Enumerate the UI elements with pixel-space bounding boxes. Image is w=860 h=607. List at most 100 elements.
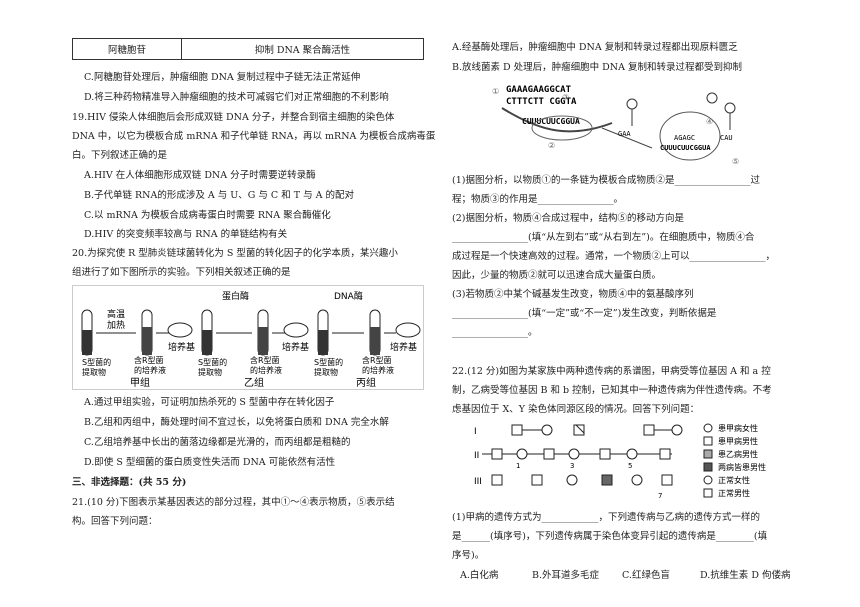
pedigree-female-affected (626, 448, 638, 460)
tube-liquid (142, 327, 152, 355)
legend-label: 正常男性 (718, 488, 750, 498)
question-19-line: 白。下列叙述正确的是 (72, 150, 168, 161)
pedigree-female (631, 474, 643, 486)
option-line: A.经基酶处理后，肿瘤细胞中 DNA 复制和转录过程都出现原料匮乏 (452, 42, 738, 53)
mix-label: 含R型菌 (250, 355, 280, 365)
option-line: B.子代单链 RNA的形成涉及 A 与 U、G 与 C 和 T 与 A 的配对 (84, 190, 354, 201)
label-4: ④ (706, 117, 713, 126)
pedigree-male (659, 448, 671, 460)
question-22-line: 22.(12 分)如图为某家族中两种遗传病的系谱图，甲病受等位基因 A 和 a … (452, 366, 771, 377)
tube-liquid (258, 327, 268, 355)
question-22-line: 制，乙病受等位基因 B 和 b 控制，已知其中一种遗传病为伴性遗传病。不考 (452, 385, 772, 396)
extract-label: 提取物 (82, 367, 106, 377)
hatch (575, 424, 585, 434)
question-21-line: ________________。 (452, 327, 538, 338)
option-line: D.将三种药物精准导入肿瘤细胞的技术可减弱它们对正常细胞的不利影响 (84, 92, 389, 103)
question-21-line: ________________(填“从左到右”或“从右到左”)。在细胞质中，物… (452, 232, 755, 243)
individual-number: 3 (570, 462, 574, 470)
pedigree-male-striped (531, 474, 543, 486)
question-22-line: 虑基因位于 X、Y 染色体同源区段的情况。回答下列问题： (452, 404, 700, 415)
question-20-line: 组进行了如下图所示的实验。下列相关叙述正确的是 (72, 267, 291, 278)
label-5: ⑤ (732, 157, 739, 166)
extract-label: S型菌的 (198, 357, 227, 367)
enzyme-label: DNA酶 (334, 290, 363, 302)
pedigree-male (643, 424, 655, 436)
question-22-line: 是______(填序号)，下列遗传病属于染色体变异引起的遗传病是________… (452, 531, 768, 542)
plate-label: 培养基 (390, 341, 417, 353)
table-cell-drug: 阿糖胞苷 (72, 38, 182, 60)
tube-liquid (318, 330, 328, 355)
question-21-line: 成过程是一个快速高效的过程。通常，一个物质②上可以_______________… (452, 251, 776, 262)
petri-dish (283, 322, 309, 338)
pedigree-female-affected (516, 448, 528, 460)
question-19-line: 19.HIV 侵染人体细胞后会形成双链 DNA 分子，并整合到宿主细胞的染色体 (72, 112, 395, 123)
table-row: 阿糖胞苷 抑制 DNA 聚合酶活性 (72, 38, 424, 60)
option-line: C.乙组培养基中长出的菌落边缘都是光滑的，而丙组都是粗糙的 (84, 437, 351, 448)
individual-number: 1 (516, 462, 520, 470)
extract-label: 提取物 (314, 367, 338, 377)
pedigree-female (671, 424, 683, 436)
generation-label: II (474, 451, 479, 461)
mix-label: 的培养液 (250, 365, 282, 375)
tube-liquid (202, 330, 212, 355)
amino-acid (724, 102, 736, 114)
mix-label: 含R型菌 (134, 355, 164, 365)
rna-polymerase (531, 115, 593, 141)
legend-symbol (703, 475, 713, 485)
enzyme-label: 蛋白酶 (222, 290, 249, 302)
pedigree-male (491, 448, 503, 460)
label-3: ③ (562, 93, 569, 102)
group-label: 丙组 (356, 376, 376, 389)
gene-expression-figure: ① GAAAGAAGGCAT CTTTCTT CGGTA CUUUCUUCGGU… (492, 85, 739, 166)
question-21-line: (1)据图分析，以物质①的一条链为模板合成物质②是_______________… (452, 175, 760, 186)
heat-label: 加热 (107, 319, 125, 331)
amino-acid (626, 98, 638, 110)
mrna-on-ribosome: CUUUCUUCGGUA (660, 144, 711, 152)
group-label: 乙组 (244, 376, 264, 389)
group-jia: 高温 加热 S型菌的 提取物 含R型菌 的培养液 培养基 甲组 (81, 308, 195, 389)
pedigree-legend: 患甲病女性 患甲病男性 患乙病男性 两病皆患男性 正常女性 正常男性 (703, 423, 766, 498)
question-19-line: DNA 中，以它为模板合成 mRNA 和子代单链 RNA，再以 mRNA 为模板… (72, 131, 436, 142)
question-22-line: 序号)。 (452, 550, 485, 561)
ribosome (659, 111, 721, 161)
mrna-strand: CUUUCUUCGGUA (522, 117, 580, 126)
legend-label: 患乙病男性 (718, 449, 758, 459)
amino-acid (706, 92, 718, 104)
plate-label: 培养基 (168, 341, 195, 353)
generation-label: I (474, 427, 477, 437)
legend-symbol (703, 436, 713, 446)
drug-table: 阿糖胞苷 抑制 DNA 聚合酶活性 (72, 38, 424, 60)
dna-helix (501, 107, 613, 133)
extract-label: S型菌的 (82, 357, 111, 367)
question-21-line: 构。回答下列问题： (72, 516, 158, 527)
pedigree-male-both (601, 474, 613, 486)
question-21-line: ________________(填“一定”或“不一定”)发生改变，判断依据是 (452, 308, 717, 319)
option-line: B.放线菌素 D 处理后，肿瘤细胞中 DNA 复制和转录过程都受到抑制 (452, 62, 742, 73)
figure-frame (72, 285, 424, 390)
dna-strand-top: GAAAGAAGGCAT (506, 85, 572, 95)
option-line: D.即使 S 型细菌的蛋白质变性失活而 DNA 可能依然有活性 (84, 457, 336, 468)
question-21-line: (2)据图分析，物质④合成过程中，结构⑤的移动方向是 (452, 213, 684, 224)
question-21-line: (3)若物质②中某个碱基发生改变，物质④中的氨基酸序列 (452, 289, 694, 300)
individual-number: 7 (658, 492, 662, 500)
option-line: C.红绿色盲 (622, 570, 670, 581)
pedigree-female (568, 448, 580, 460)
legend-label: 患甲病女性 (718, 423, 758, 433)
option-line: B.乙组和丙组中，酶处理时间不宜过长，以免将蛋白质和 DNA 完全水解 (84, 417, 389, 428)
arrow (601, 127, 653, 149)
pedigree-male (511, 424, 523, 436)
label-1: ① (492, 87, 499, 96)
legend-label: 两病皆患男性 (718, 462, 766, 472)
pedigree-male (599, 448, 611, 460)
section-heading: 三、非选择题：(共 55 分) (72, 477, 187, 488)
dna-strand-bottom: CTTTCTT CGGTA (506, 97, 577, 107)
group-yi: 蛋白酶 S型菌的 提取物 含R型菌 的培养液 培养基 乙组 (198, 290, 309, 389)
individual-number: 5 (628, 462, 632, 470)
pedigree-male (661, 474, 673, 486)
legend-label: 正常女性 (718, 475, 750, 485)
mix-label: 含R型菌 (362, 355, 392, 365)
extract-label: S型菌的 (314, 357, 343, 367)
group-bing: DNA酶 S型菌的 提取物 含R型菌 的培养液 培养基 丙组 (314, 290, 421, 389)
pedigree-male-striped (491, 474, 503, 486)
option-line: B.外耳道多毛症 (532, 570, 600, 581)
